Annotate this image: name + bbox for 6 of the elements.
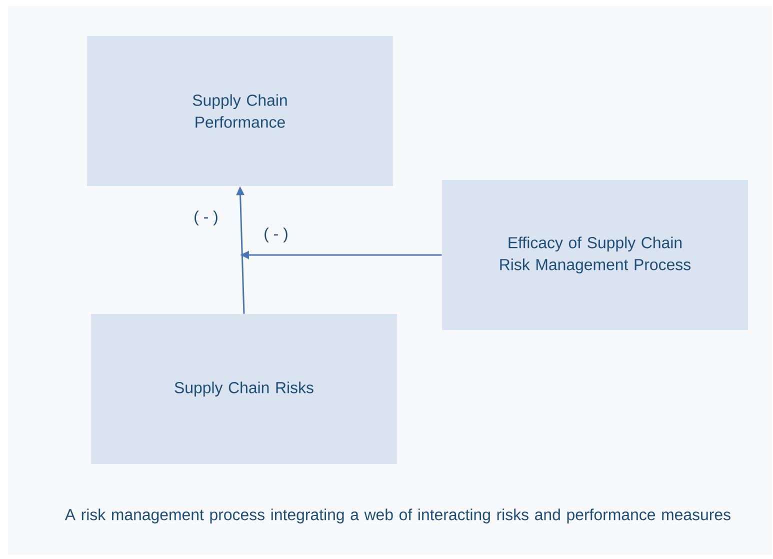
edge-label: ( - ) xyxy=(262,226,290,244)
process-box: Supply Chain Performance xyxy=(87,36,393,186)
caption: A risk management process integrating a web of interacting risks and performance measures xyxy=(64,508,730,524)
process-box: Supply Chain Risks xyxy=(91,314,397,464)
process-box: Efficacy of Supply Chain Risk Management Process xyxy=(442,180,748,330)
edge-label: ( - ) xyxy=(192,210,220,226)
